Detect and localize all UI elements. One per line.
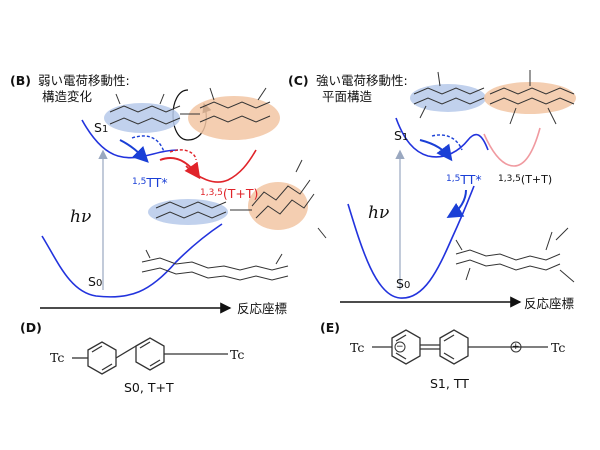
quinoidal-structure xyxy=(372,329,548,365)
plus-charge: + xyxy=(512,342,520,352)
relax-arrow-b xyxy=(119,139,149,163)
acceptor-highlight-b2 xyxy=(248,182,308,230)
tc-right-d: Tc xyxy=(230,347,245,362)
s1-label-b: S1 xyxy=(94,120,109,135)
panel-b-title-line2: 構造変化 xyxy=(42,89,93,104)
tpt-curve-b xyxy=(185,149,257,183)
axis-label-c: 反応座標 xyxy=(524,296,575,311)
caption-d: S0, T+T xyxy=(124,380,174,395)
donor-highlight-b2 xyxy=(148,199,228,225)
s0-curve-c xyxy=(347,185,475,299)
donor-highlight-c xyxy=(410,84,486,112)
hv-label-b: hν xyxy=(70,207,92,227)
panel-b-label: (B) xyxy=(10,73,31,88)
molecule-b-top xyxy=(109,87,271,125)
tt-label-b: 1,5TT* xyxy=(132,175,168,190)
panel-c-title-line1: 強い電荷移動性: xyxy=(316,73,408,88)
acceptor-highlight-b xyxy=(188,96,280,140)
molecule-c-bottom xyxy=(455,227,575,283)
panel-e-label: (E) xyxy=(320,320,340,335)
molecule-b-bottom xyxy=(141,249,289,281)
molecule-b-middle xyxy=(155,159,327,239)
tpt-curve-c xyxy=(483,127,541,167)
panel-c-title-line2: 平面構造 xyxy=(322,89,373,104)
tc-left-e: Tc xyxy=(350,340,365,355)
panel-b-title-line1: 弱い電荷移動性: xyxy=(38,73,130,88)
tt-label-c: 1,5TT* xyxy=(446,172,482,187)
donor-highlight-b xyxy=(104,103,180,133)
s1-label-c: S1 xyxy=(394,128,409,143)
panel-d-label: (D) xyxy=(20,320,42,335)
tpt-label-b: 1,3,5(T+T) xyxy=(200,186,259,201)
hv-label-c: hν xyxy=(368,203,390,223)
minus-charge: − xyxy=(396,342,404,352)
s1-curve-b xyxy=(81,119,179,159)
relax-arrow-dashed-c xyxy=(431,134,463,151)
caption-e: S1, TT xyxy=(430,376,469,391)
panel-c-label: (C) xyxy=(288,73,309,88)
relax-arrow-c xyxy=(419,139,453,162)
s0-label-b: S0 xyxy=(88,274,103,289)
tpt-arrow-b xyxy=(159,157,201,180)
axis-label-b: 反応座標 xyxy=(237,301,288,316)
molecule-c-top xyxy=(413,70,575,125)
s0-curve-b xyxy=(41,223,223,298)
tc-left-d: Tc xyxy=(50,350,65,365)
decay-arrow-c xyxy=(446,189,467,219)
acceptor-highlight-c xyxy=(484,82,576,114)
biphenyl-structure xyxy=(72,337,228,375)
tc-right-e: Tc xyxy=(551,340,566,355)
s0-label-c: S0 xyxy=(396,276,411,291)
relax-arrow-dashed-b xyxy=(131,135,165,153)
tpt-label-c: 1,3,5(T+T) xyxy=(498,173,553,186)
